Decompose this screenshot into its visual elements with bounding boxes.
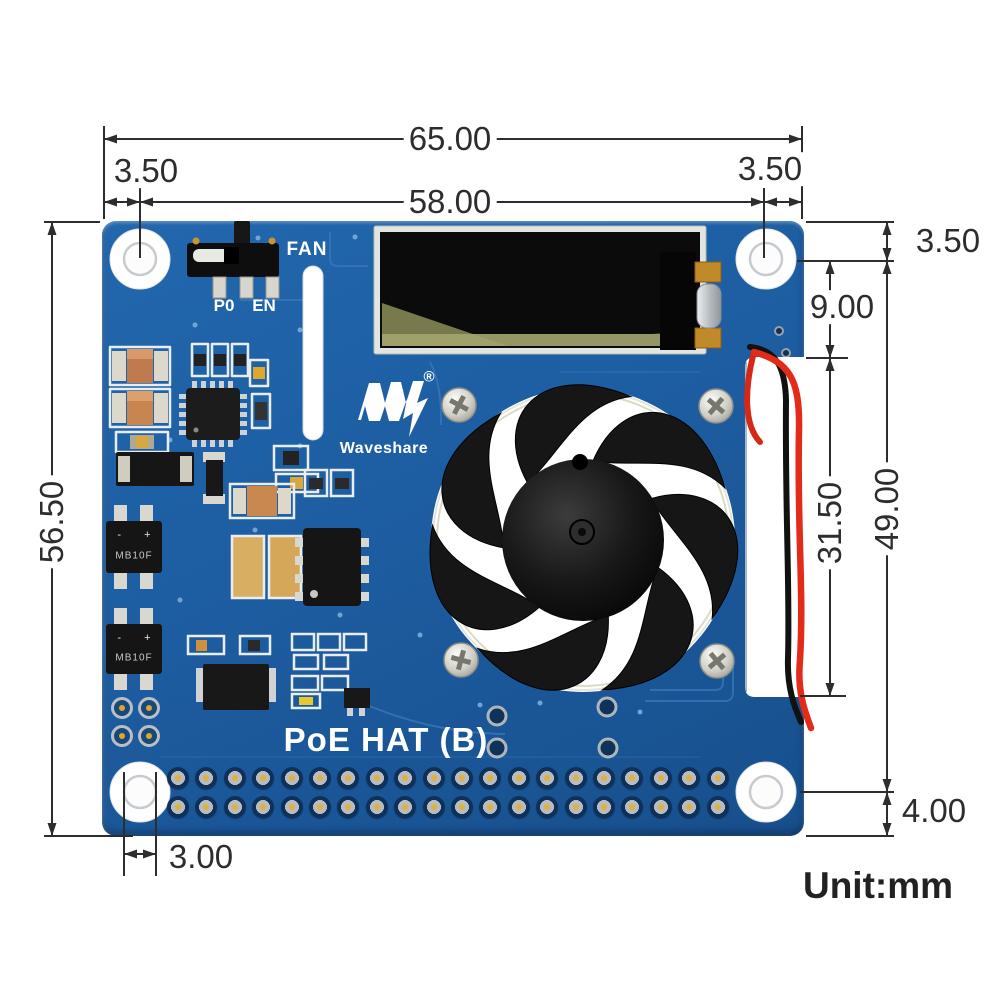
unit-note: Unit:mm bbox=[797, 867, 959, 905]
dim-display-to-cutout: 9.00 bbox=[804, 290, 880, 324]
dim-hole-inset-right: 3.50 bbox=[732, 152, 808, 186]
pcb-board bbox=[102, 221, 804, 836]
dim-overall-width: 65.00 bbox=[403, 122, 497, 156]
dim-hole-diameter: 3.00 bbox=[163, 840, 239, 874]
dim-hole-inset-bottom: 4.00 bbox=[896, 794, 972, 828]
dim-hole-span-vert: 49.00 bbox=[868, 462, 905, 556]
dim-cutout-height: 31.50 bbox=[811, 476, 848, 570]
dim-hole-inset-top: 3.50 bbox=[910, 224, 986, 258]
dim-overall-height: 56.50 bbox=[33, 475, 70, 569]
dim-hole-inset-left: 3.50 bbox=[108, 154, 184, 188]
dim-hole-span-horiz: 58.00 bbox=[403, 185, 497, 219]
